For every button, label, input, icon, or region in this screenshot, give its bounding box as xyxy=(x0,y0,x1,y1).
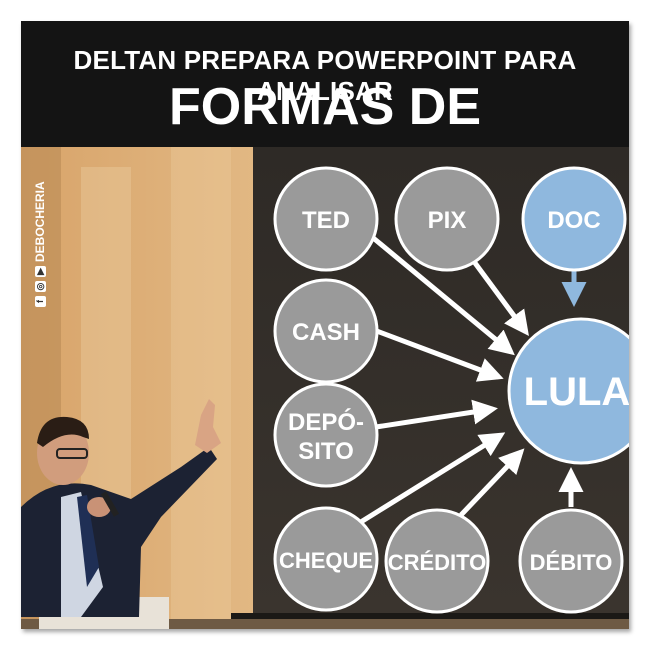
arrow-credito xyxy=(459,448,525,517)
headline-line1: DELTAN PREPARA POWERPOINT PARA ANALISAR xyxy=(73,45,577,106)
screen-base xyxy=(231,613,629,619)
arrow-deposito xyxy=(375,399,498,430)
node-deposito-label-1: DEPÓ- xyxy=(288,408,364,436)
node-pix-label: PIX xyxy=(428,207,467,234)
wall-light xyxy=(81,167,131,547)
speaker-figure xyxy=(21,399,221,617)
node-debito-label: DÉBITO xyxy=(530,550,613,575)
node-lula-label: LULA xyxy=(524,370,629,414)
node-deposito-label-2: SITO xyxy=(298,438,354,465)
node-lula: LULA xyxy=(507,317,629,465)
arrow-cheque xyxy=(354,432,506,528)
node-cash-label: CASH xyxy=(292,319,360,346)
node-debito: DÉBITO xyxy=(518,508,624,614)
node-credito-label: CRÉDITO xyxy=(388,550,487,575)
node-doc: DOC xyxy=(521,166,627,272)
meme-frame: DELTAN PREPARA POWERPOINT PARA ANALISAR … xyxy=(21,21,629,629)
node-credito: CRÉDITO xyxy=(384,508,490,614)
node-cash: CASH xyxy=(273,278,379,384)
youtube-icon: ▶ xyxy=(34,266,46,277)
node-cheque-label: CHEQUE xyxy=(279,548,373,573)
node-doc-label: DOC xyxy=(547,207,600,234)
watermark: f ◎ ▶ DEBOCHERIA xyxy=(33,181,47,307)
wall-panel xyxy=(171,147,231,629)
arrow-cash xyxy=(373,327,504,382)
instagram-icon: ◎ xyxy=(34,281,46,292)
node-pix: PIX xyxy=(394,166,500,272)
watermark-text: DEBOCHERIA xyxy=(33,181,47,262)
arrow-ted xyxy=(364,230,515,356)
node-deposito: DEPÓ- SITO xyxy=(273,382,379,488)
arrows-layer xyxy=(354,230,587,528)
facebook-icon: f xyxy=(34,296,46,307)
presentation-photo: TED PIX DOC CASH DEPÓ- SITO CHEQUE xyxy=(21,147,629,629)
node-ted: TED xyxy=(273,166,379,272)
floor xyxy=(21,619,629,629)
photo-scene: TED PIX DOC CASH DEPÓ- SITO CHEQUE xyxy=(21,147,629,629)
node-cheque: CHEQUE xyxy=(273,506,379,612)
header-banner: DELTAN PREPARA POWERPOINT PARA ANALISAR … xyxy=(21,21,629,196)
node-ted-label: TED xyxy=(302,207,350,234)
